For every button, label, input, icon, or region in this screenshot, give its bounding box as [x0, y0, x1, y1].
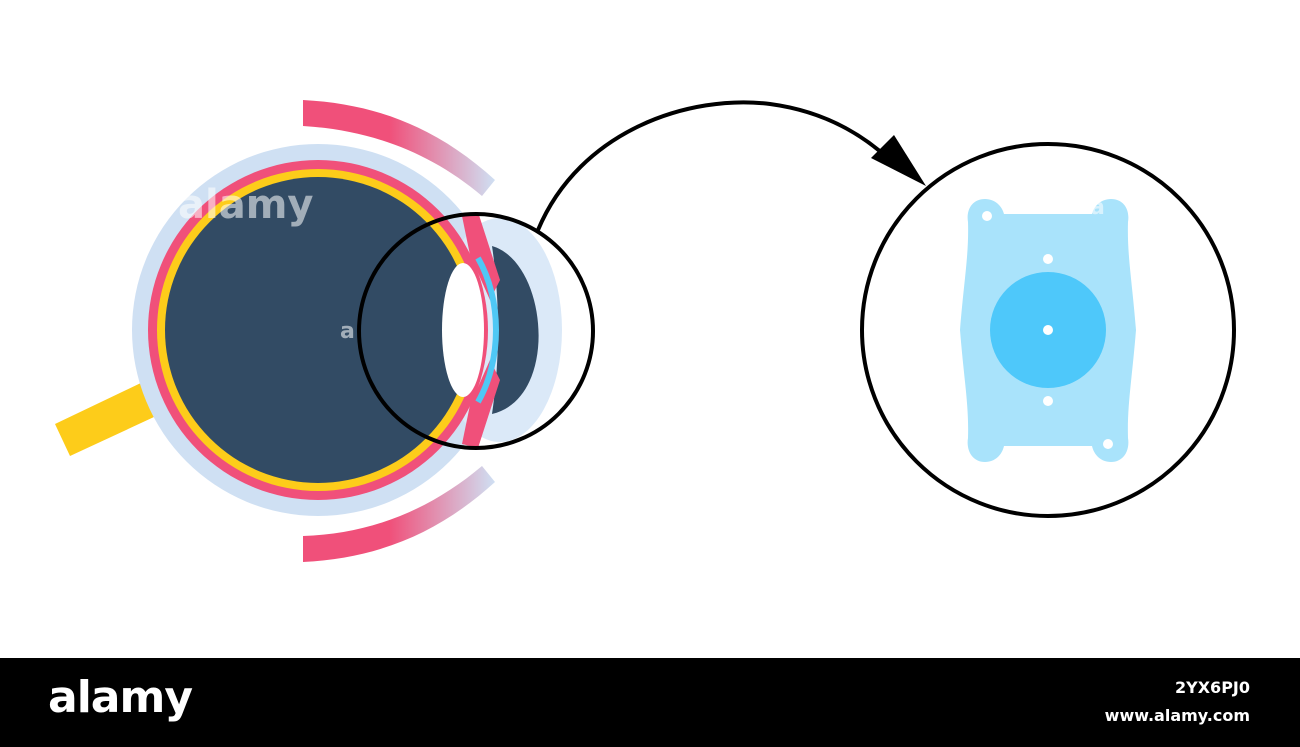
illustration-area: alamy a a — [55, 100, 1236, 562]
lower-muscle — [303, 466, 495, 562]
zoom-circle — [357, 212, 595, 450]
curved-arrow-icon — [536, 100, 897, 231]
watermark-mark: alamy — [178, 182, 313, 228]
vitreous-body — [165, 177, 471, 483]
center-dot — [1043, 325, 1053, 335]
footer-bar: alamy 2YX6PJ0 www.alamy.com — [0, 658, 1300, 747]
watermark-mark: a — [1090, 195, 1105, 220]
upper-muscle — [303, 100, 495, 196]
watermark-mark: a — [340, 319, 355, 344]
brand-logo: alamy — [48, 672, 193, 723]
arrowhead — [871, 135, 926, 186]
corner-hole-top-left — [982, 211, 992, 221]
top-dot — [1043, 254, 1053, 264]
iris-upper — [462, 212, 500, 300]
bottom-dot — [1043, 396, 1053, 406]
image-id: 2YX6PJ0 — [1175, 678, 1250, 697]
anterior-chamber — [492, 246, 539, 414]
iris-lower — [462, 360, 500, 448]
eye-implant-diagram: alamy a a — [55, 100, 1236, 562]
corner-hole-bottom-right — [1103, 439, 1113, 449]
implant-side-view — [475, 256, 499, 404]
lens — [442, 263, 484, 397]
site-url: www.alamy.com — [1104, 706, 1250, 725]
